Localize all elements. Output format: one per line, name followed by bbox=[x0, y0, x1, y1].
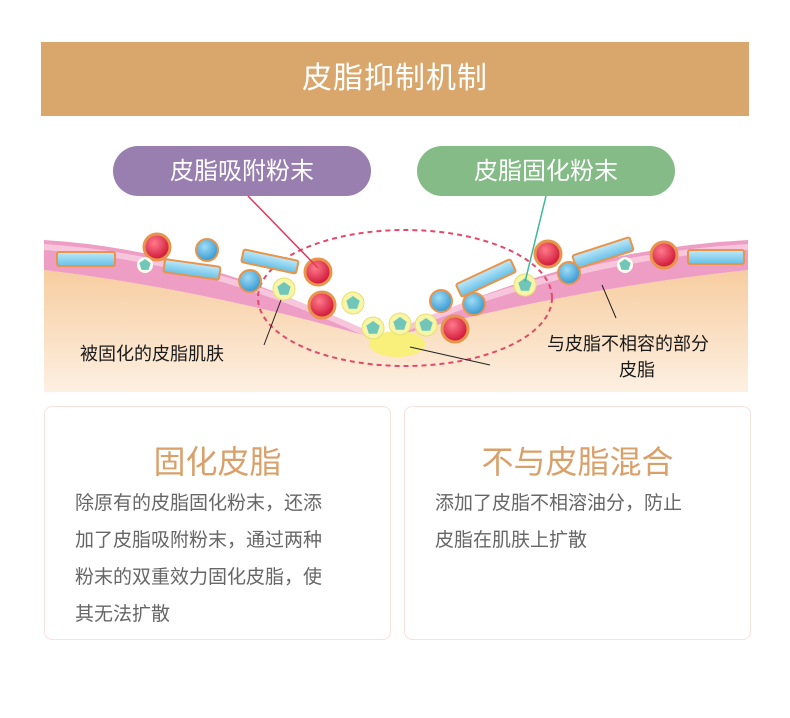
pink-ball-particle bbox=[307, 290, 337, 320]
sebum-pointer-line bbox=[409, 346, 491, 366]
description-line: 粉末的双重效力固化皮脂，使 bbox=[75, 566, 323, 588]
description-line: 皮脂在肌肤上扩散 bbox=[435, 529, 588, 551]
pink-ball-particle bbox=[142, 232, 172, 262]
pink-ball-particle bbox=[533, 239, 563, 269]
blue-bar-particle bbox=[455, 258, 517, 298]
incompatible-oil-label-line2: 皮脂 bbox=[619, 360, 655, 381]
oil-pointer-line bbox=[601, 284, 617, 319]
blue-ball-particle bbox=[238, 269, 262, 293]
card-description: 添加了皮脂不相溶油分，防止 皮脂在肌肤上扩散 bbox=[435, 485, 735, 559]
green-pentagon-particle bbox=[617, 257, 633, 273]
skin-layer bbox=[44, 270, 748, 392]
green-pentagon-particle bbox=[272, 277, 296, 301]
blue-bar-particle bbox=[56, 251, 116, 267]
green-pentagon-particle bbox=[137, 257, 153, 273]
card-title: 固化皮脂 bbox=[153, 443, 282, 481]
solidified-area-ellipse bbox=[257, 229, 553, 367]
description-line: 加了皮脂吸附粉末，通过两种 bbox=[75, 529, 323, 551]
green-pentagon-particle bbox=[361, 316, 385, 340]
blue-ball-particle bbox=[429, 289, 453, 313]
card-title: 不与皮脂混合 bbox=[481, 443, 674, 481]
absorb-powder-label: 皮脂吸附粉末 bbox=[113, 146, 371, 196]
pink-ball-particle bbox=[303, 257, 333, 287]
solidify-pointer-line bbox=[524, 195, 547, 283]
solidified-skin-label: 被固化的皮脂肌肤 bbox=[80, 344, 224, 365]
no-mixing-card: 不与皮脂混合 添加了皮脂不相溶油分，防止 皮脂在肌肤上扩散 bbox=[404, 406, 751, 640]
pink-ball-particle bbox=[440, 314, 470, 344]
card-description: 除原有的皮脂固化粉末，还添 加了皮脂吸附粉末，通过两种 粉末的双重效力固化皮脂，… bbox=[75, 485, 365, 633]
green-pentagon-particle bbox=[388, 312, 412, 336]
green-pentagon-particle bbox=[341, 291, 365, 315]
blue-bar-particle bbox=[571, 236, 635, 270]
description-line: 其无法扩散 bbox=[75, 603, 171, 625]
incompatible-oil-label-line1: 与皮脂不相容的部分 bbox=[547, 334, 709, 355]
blue-ball-particle bbox=[557, 261, 581, 285]
skin-pointer-line bbox=[263, 299, 282, 346]
sebum-drop bbox=[369, 331, 425, 357]
sebum-diagram bbox=[43, 195, 749, 392]
green-pentagon-particle bbox=[414, 313, 438, 337]
blue-bar-particle bbox=[687, 249, 745, 265]
absorb-pointer-line bbox=[247, 195, 319, 269]
green-pentagon-particle bbox=[513, 273, 537, 297]
solidify-powder-label: 皮脂固化粉末 bbox=[417, 146, 675, 196]
page-title: 皮脂抑制机制 bbox=[41, 42, 749, 116]
blue-bar-particle bbox=[240, 248, 300, 275]
blue-ball-particle bbox=[462, 292, 486, 316]
blue-bar-particle bbox=[162, 258, 222, 281]
solidify-sebum-card: 固化皮脂 除原有的皮脂固化粉末，还添 加了皮脂吸附粉末，通过两种 粉末的双重效力… bbox=[44, 406, 391, 640]
description-line: 除原有的皮脂固化粉末，还添 bbox=[75, 492, 323, 514]
description-line: 添加了皮脂不相溶油分，防止 bbox=[435, 492, 683, 514]
blue-ball-particle bbox=[195, 238, 219, 262]
pink-ball-particle bbox=[649, 240, 679, 270]
